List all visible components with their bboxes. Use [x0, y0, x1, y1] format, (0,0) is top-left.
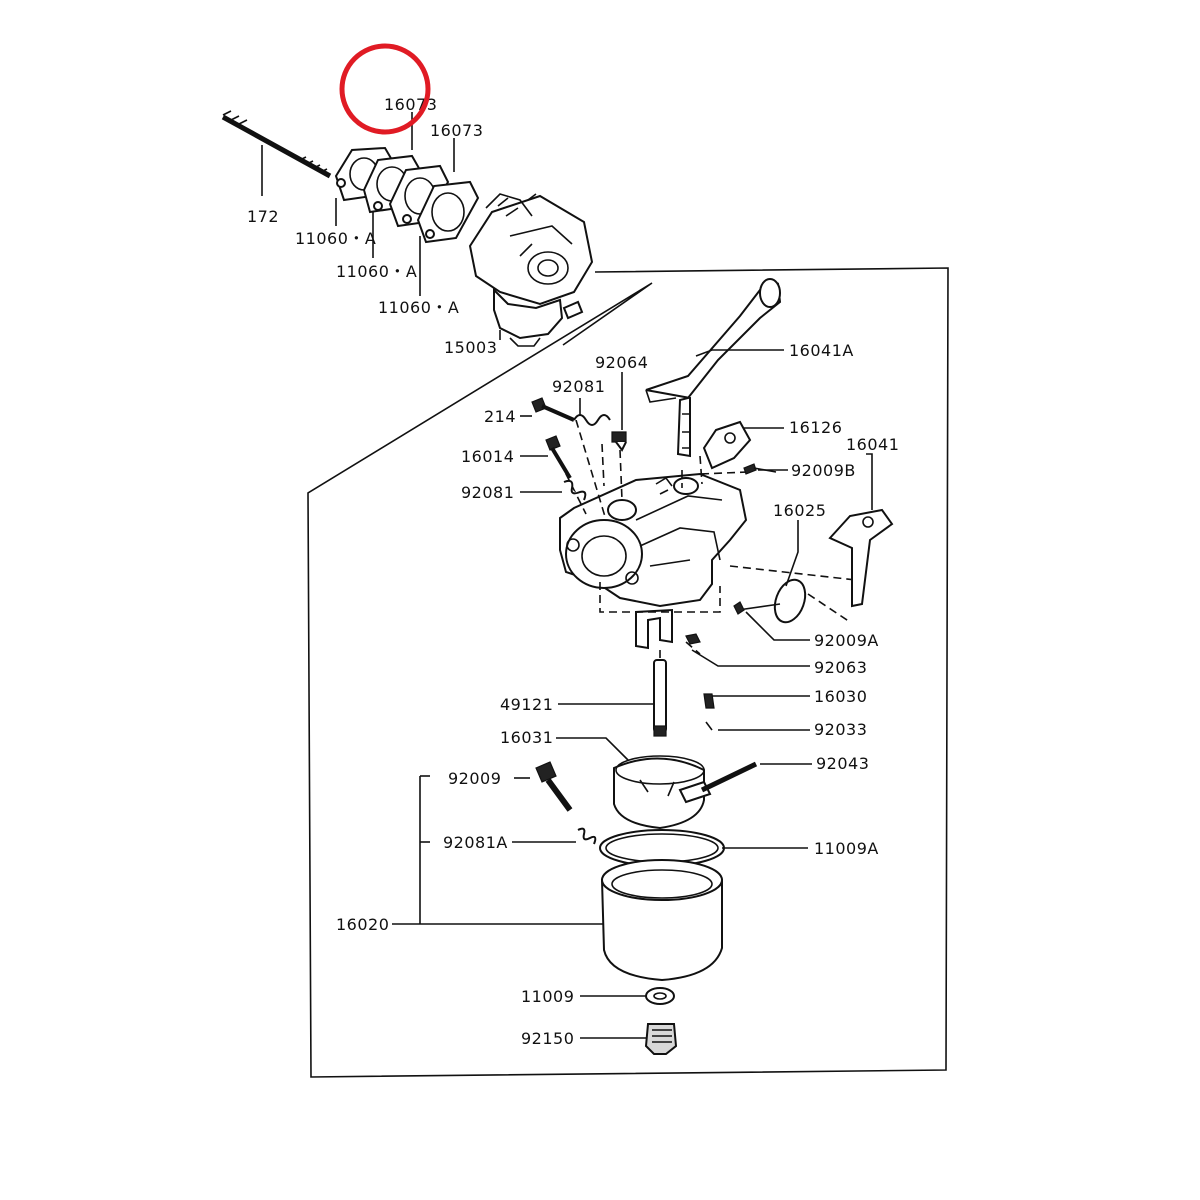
label-16025: 16025	[773, 501, 826, 520]
label-92009: 92009	[448, 769, 501, 788]
drain-parts	[644, 987, 678, 1055]
gasket-stack	[334, 146, 480, 244]
choke-disc-16025	[733, 578, 807, 624]
label-16126: 16126	[789, 418, 842, 437]
label-11060-a-1: 11060・A	[295, 229, 376, 248]
label-92081-mid: 92081	[461, 483, 514, 502]
label-16020: 16020	[336, 915, 389, 934]
label-92033: 92033	[814, 720, 867, 739]
float-bowl-16020	[600, 859, 723, 982]
label-16041A: 16041A	[789, 341, 854, 360]
label-92063: 92063	[814, 658, 867, 677]
label-11060-a-3: 11060・A	[378, 298, 459, 317]
highlight-circle	[339, 43, 431, 135]
label-16030: 16030	[814, 687, 867, 706]
label-16073: 16073	[430, 121, 483, 140]
label-92043: 92043	[816, 754, 869, 773]
top-leaders	[261, 112, 501, 340]
choke-plate-16126	[702, 420, 777, 475]
label-92009A: 92009A	[814, 631, 879, 650]
label-16041: 16041	[846, 435, 899, 454]
carburetor-body	[559, 472, 748, 650]
bolt-92009	[535, 761, 597, 845]
label-16014: 16014	[461, 447, 514, 466]
label-92150: 92150	[521, 1029, 574, 1048]
stud-172	[221, 110, 333, 179]
float-16031	[613, 755, 758, 830]
label-49121: 49121	[500, 695, 553, 714]
label-92009B: 92009B	[791, 461, 856, 480]
label-92081A: 92081A	[443, 833, 508, 852]
label-172: 172	[247, 207, 279, 226]
leader-lines	[392, 349, 873, 1039]
label-11009A: 11009A	[814, 839, 879, 858]
carburetor-assembly-15003	[468, 193, 594, 347]
label-16031: 16031	[500, 728, 553, 747]
part-labels: 16073 16073 172 11060・A 11060・A 11060・A …	[247, 95, 899, 1048]
label-92081-top: 92081	[552, 377, 605, 396]
choke-lever-16041	[828, 508, 894, 608]
detail-frame	[307, 267, 949, 1078]
main-nozzle-49121	[653, 659, 667, 737]
throttle-lever-16041A	[645, 278, 782, 458]
label-11009: 11009	[521, 987, 574, 1006]
upper-fasteners	[531, 397, 715, 731]
label-11060-a-2: 11060・A	[336, 262, 417, 281]
label-92064: 92064	[595, 353, 648, 372]
label-214: 214	[484, 407, 516, 426]
label-15003: 15003	[444, 338, 497, 357]
